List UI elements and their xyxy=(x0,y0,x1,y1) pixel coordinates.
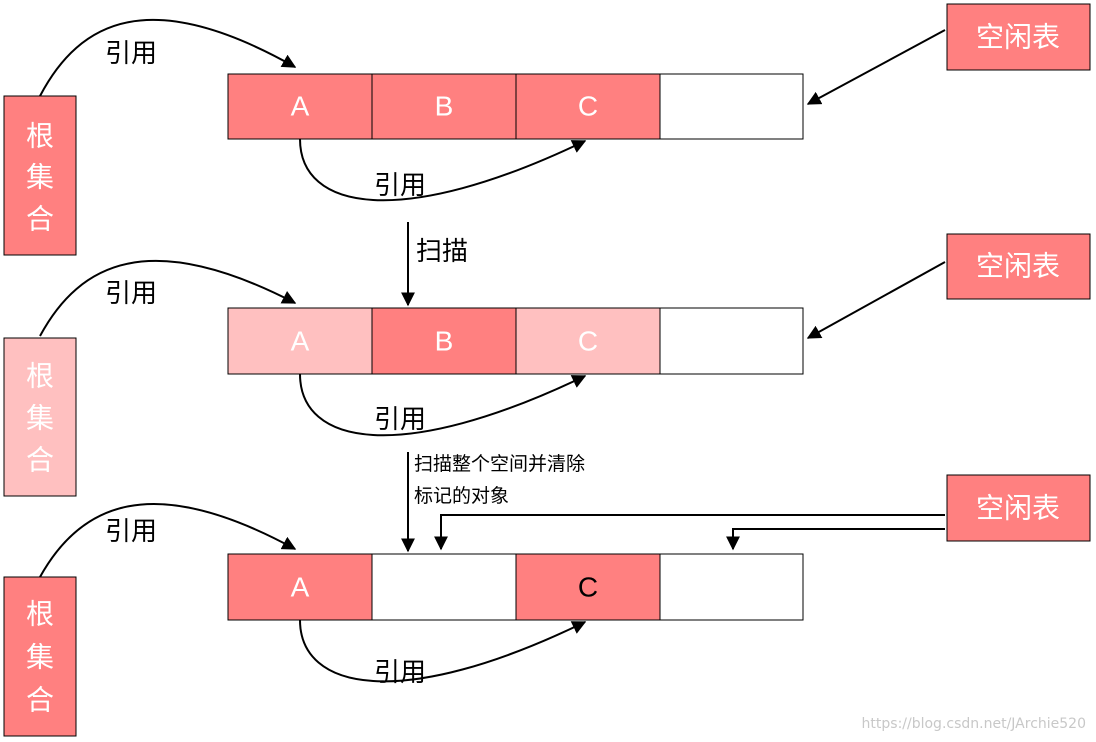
memory-cell-label-3: C xyxy=(578,572,598,603)
memory-cell-4 xyxy=(659,73,804,140)
free-list-label: 空闲表 xyxy=(976,21,1060,54)
a-to-c-ref-label: 引用 xyxy=(374,405,426,435)
root-set-rect xyxy=(3,576,77,737)
root-set-char-2: 集 xyxy=(26,641,54,674)
memory-cell-3 xyxy=(515,307,661,375)
root-ref-arrow xyxy=(39,18,297,97)
free-list-rect xyxy=(946,3,1091,71)
root-ref-arrow xyxy=(39,260,297,337)
memory-strip: A C xyxy=(227,553,804,621)
a-to-c-ref-arrow xyxy=(299,619,587,683)
root-ref-label: 引用 xyxy=(105,517,157,547)
a-to-c-ref-arrow xyxy=(299,138,587,202)
watermark: https://blog.csdn.net/JArchie520 xyxy=(862,716,1086,732)
free-list-label: 空闲表 xyxy=(976,492,1060,525)
transition-sweep: 扫描整个空间并清除 标记的对象 xyxy=(401,452,585,553)
memory-cell-4 xyxy=(659,307,804,375)
root-ref-arrow xyxy=(39,503,297,578)
memory-cell-1 xyxy=(227,73,373,140)
memory-cell-3 xyxy=(515,73,661,140)
free-list-link-arrow-2 xyxy=(726,528,945,551)
memory-cell-label-2: B xyxy=(435,326,454,357)
memory-cell-label-3: C xyxy=(578,326,598,357)
memory-strip: A B C xyxy=(227,307,804,375)
root-ref-label: 引用 xyxy=(105,39,157,69)
root-set-char-1: 根 xyxy=(26,360,54,393)
memory-cell-label-1: A xyxy=(291,326,310,357)
free-list-box: 空闲表 xyxy=(946,3,1091,71)
sweep-label-line-2: 标记的对象 xyxy=(414,485,509,507)
root-set-rect xyxy=(3,95,77,256)
memory-cell-2 xyxy=(371,553,517,621)
stage-2: 根 集 合 A B C 空闲表 引用 引用 xyxy=(3,233,1091,497)
root-set-char-1: 根 xyxy=(26,598,54,631)
free-list-rect xyxy=(946,474,1091,542)
root-set-box: 根 集 合 xyxy=(3,95,77,256)
memory-cell-1 xyxy=(227,307,373,375)
transition-scan: 扫描 xyxy=(401,222,468,307)
root-set-rect xyxy=(3,337,77,497)
memory-cell-label-1: A xyxy=(291,572,310,603)
memory-cell-2 xyxy=(371,73,517,140)
root-set-char-3: 合 xyxy=(26,684,54,717)
a-to-c-ref-arrow xyxy=(299,373,587,437)
stage-3: 根 集 合 A C 空闲表 引用 引用 xyxy=(3,474,1091,737)
free-list-pointer-arrow xyxy=(806,29,946,105)
root-ref-label: 引用 xyxy=(105,279,157,309)
root-set-box: 根 集 合 xyxy=(3,576,77,737)
root-set-char-2: 集 xyxy=(26,402,54,435)
free-list-box: 空闲表 xyxy=(946,233,1091,300)
memory-cell-label-2: B xyxy=(435,91,454,122)
free-list-pointer-arrow xyxy=(806,261,946,339)
memory-cell-3 xyxy=(515,553,661,621)
memory-cell-label-3: C xyxy=(578,91,598,122)
root-set-char-1: 根 xyxy=(26,120,54,153)
scan-label: 扫描 xyxy=(416,237,468,267)
a-to-c-ref-label: 引用 xyxy=(374,658,426,688)
free-list-box: 空闲表 xyxy=(946,474,1091,542)
memory-cell-4 xyxy=(659,553,804,621)
sweep-label-line-1: 扫描整个空间并清除 xyxy=(414,453,585,475)
memory-cell-1 xyxy=(227,553,373,621)
free-list-rect xyxy=(946,233,1091,300)
root-set-char-3: 合 xyxy=(26,444,54,477)
a-to-c-ref-label: 引用 xyxy=(374,171,426,201)
stage-1: 根 集 合 A B C 空闲表 引用 引用 xyxy=(3,3,1091,256)
root-set-char-2: 集 xyxy=(26,161,54,194)
free-list-label: 空闲表 xyxy=(976,250,1060,283)
memory-cell-label-1: A xyxy=(291,91,310,122)
root-set-box: 根 集 合 xyxy=(3,337,77,497)
root-set-char-3: 合 xyxy=(26,203,54,236)
memory-strip: A B C xyxy=(227,73,804,140)
free-list-link-arrow-1 xyxy=(434,514,945,551)
